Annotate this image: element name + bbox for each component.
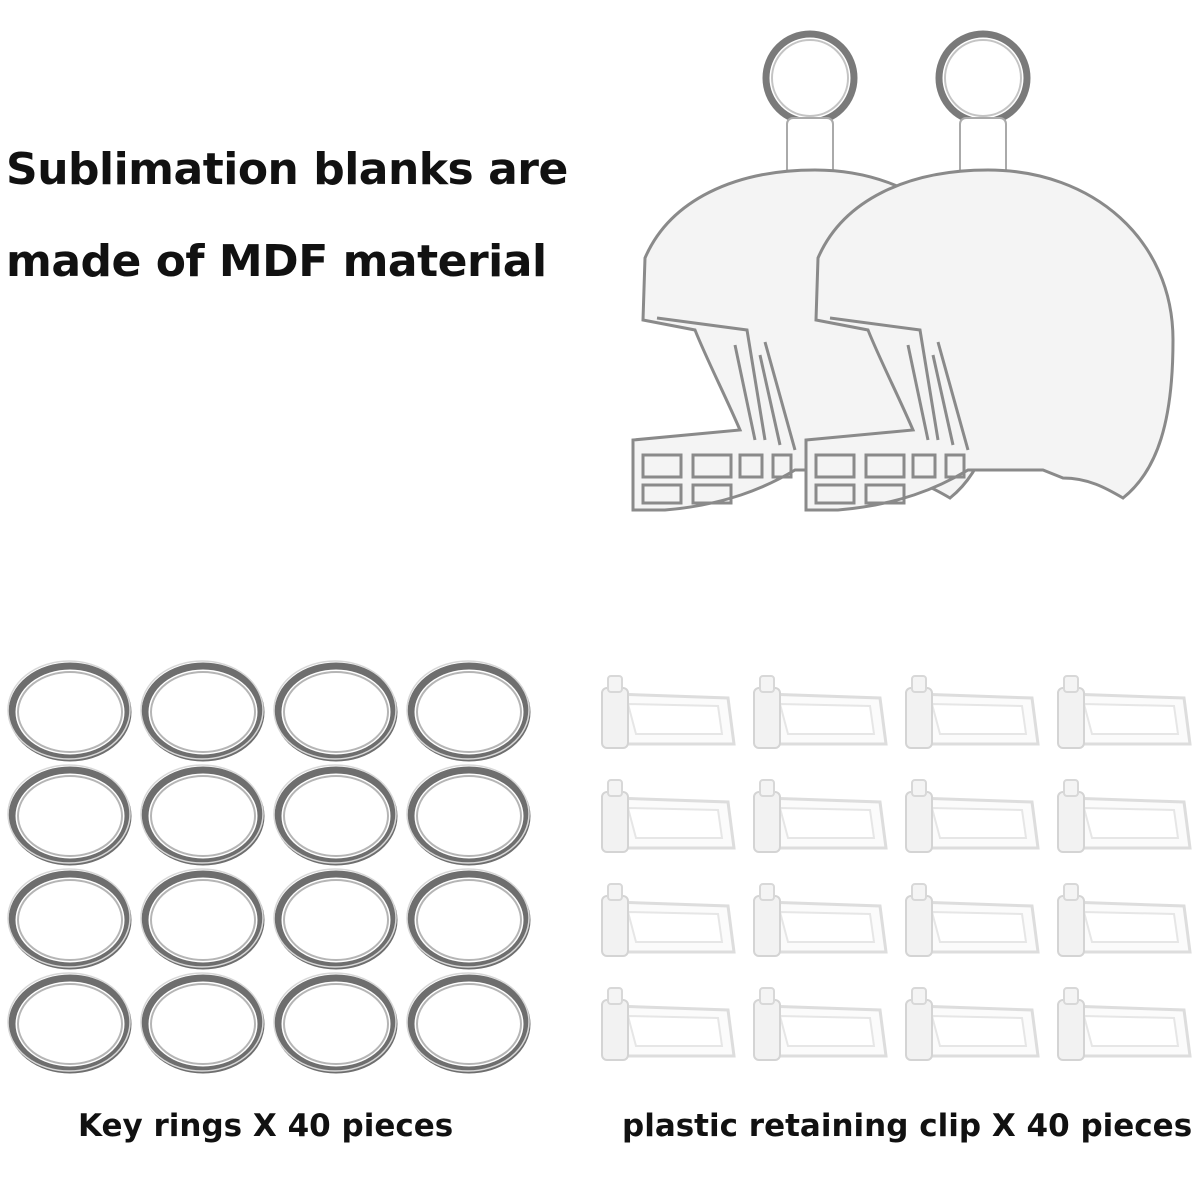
- headline: Sublimation blanks are made of MDF mater…: [6, 124, 646, 308]
- key-ring: [274, 765, 396, 863]
- plastic-clip: [1056, 986, 1192, 1062]
- headline-line-1: Sublimation blanks are: [6, 144, 568, 195]
- helmet-blank-front: [806, 34, 1173, 510]
- plastic-clip: [752, 882, 888, 958]
- plastic-clip: [752, 778, 888, 854]
- key-ring: [8, 869, 130, 967]
- key-ring: [8, 765, 130, 863]
- key-ring: [407, 765, 529, 863]
- plastic-clip: [904, 986, 1040, 1062]
- plastic-clip: [600, 986, 736, 1062]
- plastic-clip: [752, 986, 888, 1062]
- plastic-clip: [752, 674, 888, 750]
- key-ring: [407, 973, 529, 1071]
- key-ring: [407, 869, 529, 967]
- key-ring: [8, 973, 130, 1071]
- plastic-clip: [1056, 674, 1192, 750]
- clips-grid: [600, 674, 1192, 1062]
- key-ring: [141, 973, 263, 1071]
- plastic-clip: [904, 674, 1040, 750]
- key-rings-grid: [8, 661, 529, 1071]
- key-ring: [141, 661, 263, 759]
- plastic-clip: [600, 882, 736, 958]
- key-ring: [8, 661, 130, 759]
- plastic-clip: [1056, 778, 1192, 854]
- plastic-clip: [600, 778, 736, 854]
- key-rings-caption: Key rings X 40 pieces: [78, 1108, 454, 1144]
- plastic-clip: [904, 778, 1040, 854]
- clips-caption: plastic retaining clip X 40 pieces: [622, 1108, 1193, 1144]
- key-ring: [274, 661, 396, 759]
- key-ring: [274, 869, 396, 967]
- key-ring: [141, 869, 263, 967]
- headline-line-2: made of MDF material: [6, 236, 547, 287]
- key-ring: [407, 661, 529, 759]
- key-ring: [141, 765, 263, 863]
- plastic-clip: [904, 882, 1040, 958]
- plastic-clip: [600, 674, 736, 750]
- plastic-clip: [1056, 882, 1192, 958]
- key-ring: [274, 973, 396, 1071]
